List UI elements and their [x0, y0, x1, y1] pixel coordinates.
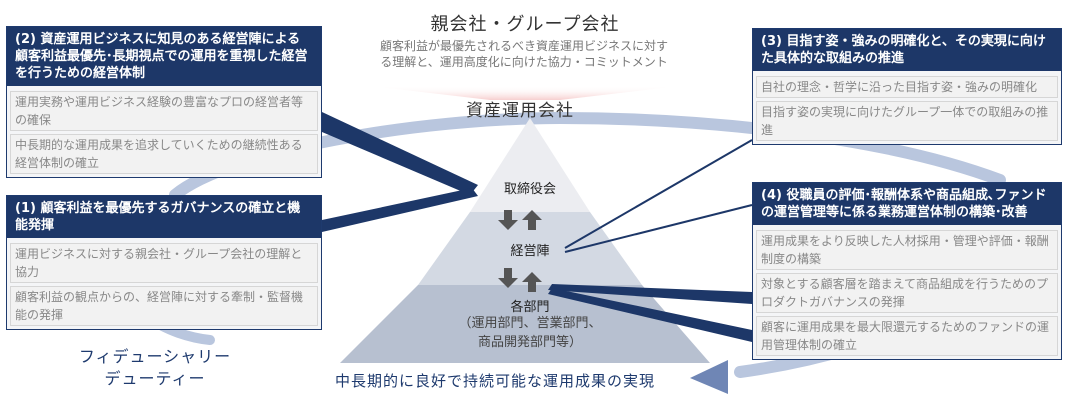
card-body: 運用成果をより反映した人材採用・管理や評価・報酬制度の構築 対象とする顧客層を踏… — [753, 225, 1061, 359]
asset-management-company-title: 資産運用会社 — [466, 101, 574, 121]
pyramid-departments-sub-1: （運用部門、営業部門、 — [458, 316, 602, 331]
card-item: 運用成果をより反映した人材採用・管理や評価・報酬制度の構築 — [756, 230, 1058, 270]
card-operations-structure: (4) 役職員の評価･報酬体系や商品組成､ファンドの運営管理等に係る業務運営体制… — [752, 182, 1062, 360]
card-item: 運用ビジネスに対する親会社・グループ会社の理解と協力 — [10, 243, 318, 283]
card-item: 目指す姿の実現に向けたグループ一体での取組みの推進 — [756, 101, 1058, 141]
goal-label: 中長期的に良好で持続可能な運用成果の実現 — [334, 372, 655, 390]
card-body: 自社の理念・哲学に沿った目指す姿・強みの明確化 目指す姿の実現に向けたグループ一… — [753, 71, 1061, 144]
parent-company-title: 親会社・グループ会社 — [430, 14, 620, 35]
card-item: 顧客に運用成果を最大限還元するためのファンドの運用管理体制の確立 — [756, 316, 1058, 356]
connector-card2-board — [322, 112, 478, 195]
parent-glow — [370, 86, 680, 100]
card-item: 中長期的な運用成果を追求していくための継続性ある経営体制の確立 — [10, 134, 318, 174]
card-heading: (4) 役職員の評価･報酬体系や商品組成､ファンドの運営管理等に係る業務運営体制… — [753, 183, 1061, 225]
card-heading: (1) 顧客利益を最優先するガバナンスの確立と機能発揮 — [7, 196, 321, 238]
fiduciary-duty-line-2: デューティー — [104, 369, 206, 388]
card-heading: (2) 資産運用ビジネスに知見のある経営陣による顧客利益最優先･長期視点での運用… — [7, 27, 321, 86]
card-management-structure: (2) 資産運用ビジネスに知見のある経営陣による顧客利益最優先･長期視点での運用… — [6, 26, 322, 178]
pyramid-departments-label: 各部門 — [510, 300, 550, 315]
fiduciary-duty-line-1: フィデューシャリー — [78, 347, 232, 366]
card-vision-strengths: (3) 目指す姿・強みの明確化と、その実現に向けた具体的な取組みの推進 自社の理… — [752, 28, 1062, 145]
pyramid-top — [470, 118, 590, 212]
cycle-arrowhead-bottom — [690, 360, 728, 394]
connector-card4-departments-a — [548, 284, 752, 304]
fiduciary-duty-label: フィデューシャリー デューティー — [60, 346, 250, 390]
pyramid-middle — [418, 212, 642, 285]
card-item: 顧客利益の観点からの、経営陣に対する牽制・監督機能の発揮 — [10, 286, 318, 326]
parent-company-description: 顧客利益が最優先されるべき資産運用ビジネスに対する理解と、運用高度化に向けた協力… — [379, 39, 668, 69]
card-heading: (3) 目指す姿・強みの明確化と、その実現に向けた具体的な取組みの推進 — [753, 29, 1061, 71]
arrows-board-management — [498, 210, 542, 230]
pyramid-management-label: 経営陣 — [510, 244, 550, 259]
connector-card4-management — [564, 204, 753, 253]
arrows-management-departments — [498, 268, 542, 292]
pyramid-departments-sub-2: 商品開発部門等） — [477, 335, 582, 350]
card-item: 運用実務や運用ビジネス経験の豊富なプロの経営者等の確保 — [10, 91, 318, 131]
card-item: 自社の理念・哲学に沿った目指す姿・強みの明確化 — [756, 76, 1058, 98]
pyramid-board-label: 取締役会 — [503, 182, 556, 197]
card-governance: (1) 顧客利益を最優先するガバナンスの確立と機能発揮 運用ビジネスに対する親会… — [6, 195, 322, 330]
card-body: 運用実務や運用ビジネス経験の豊富なプロの経営者等の確保 中長期的な運用成果を追求… — [7, 86, 321, 177]
connector-card3-management — [564, 139, 753, 249]
connector-card4-departments-b — [548, 288, 752, 342]
card-body: 運用ビジネスに対する親会社・グループ会社の理解と協力 顧客利益の観点からの、経営… — [7, 238, 321, 329]
connector-card1-board — [322, 188, 478, 232]
card-item: 対象とする顧客層を踏まえて商品組成を行うためのプロダクトガバナンスの発揮 — [756, 273, 1058, 313]
